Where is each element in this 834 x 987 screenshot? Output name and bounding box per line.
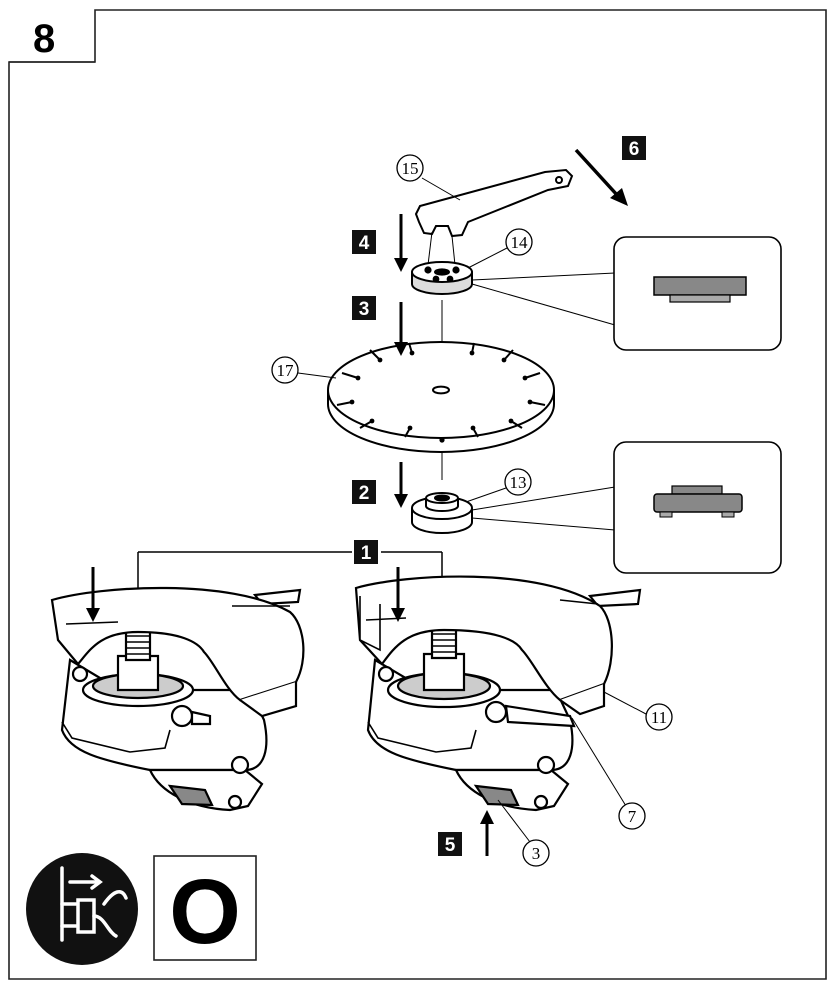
callout-inner-flange: 13 <box>465 468 532 503</box>
callout-outer-flange: 14 <box>467 228 533 269</box>
detail-box-outer-flange <box>613 236 782 351</box>
blade <box>327 341 555 453</box>
step-badge-6: 6 <box>622 136 646 160</box>
callout-wrench: 15 <box>396 154 461 201</box>
svg-text:11: 11 <box>651 708 667 727</box>
detail-box-inner-flange <box>613 441 782 574</box>
grinder-left <box>50 586 305 812</box>
svg-text:O: O <box>169 861 241 963</box>
step-badge-4: 4 <box>352 230 376 254</box>
svg-text:2: 2 <box>359 483 370 504</box>
callout-blade: 17 <box>271 356 337 384</box>
arrow-step5 <box>480 810 494 856</box>
callout-guard-lever: 7 <box>571 717 646 830</box>
unplug-icon <box>26 853 138 965</box>
arrow-step1-right <box>391 567 405 622</box>
outer-flange <box>411 261 616 326</box>
svg-text:1: 1 <box>361 543 372 564</box>
svg-text:3: 3 <box>532 844 541 863</box>
svg-text:3: 3 <box>359 299 370 320</box>
arrow-step6 <box>574 148 628 206</box>
step-badge-3: 3 <box>352 296 376 320</box>
arrow-step2 <box>394 462 408 508</box>
figure-tag: 8 <box>33 17 55 61</box>
arrow-step3 <box>394 302 408 356</box>
step-badge-1: 1 <box>354 540 378 564</box>
mode-off-icon: O <box>153 855 257 963</box>
step-badge-5: 5 <box>438 832 462 856</box>
svg-text:6: 6 <box>629 139 640 160</box>
svg-text:13: 13 <box>510 473 527 492</box>
callout-spindle-lock: 3 <box>497 799 550 867</box>
grinder-right <box>354 575 642 812</box>
step-badge-2: 2 <box>352 480 376 504</box>
svg-text:7: 7 <box>628 807 637 826</box>
svg-text:4: 4 <box>359 233 370 254</box>
svg-text:15: 15 <box>402 159 419 178</box>
wrench <box>414 168 574 266</box>
svg-text:14: 14 <box>511 233 529 252</box>
arrow-step4 <box>394 214 408 272</box>
callout-guard: 11 <box>603 691 673 731</box>
svg-text:17: 17 <box>277 361 295 380</box>
arrow-step1-left <box>86 567 100 622</box>
inner-flange <box>411 486 616 534</box>
svg-text:5: 5 <box>445 835 456 856</box>
